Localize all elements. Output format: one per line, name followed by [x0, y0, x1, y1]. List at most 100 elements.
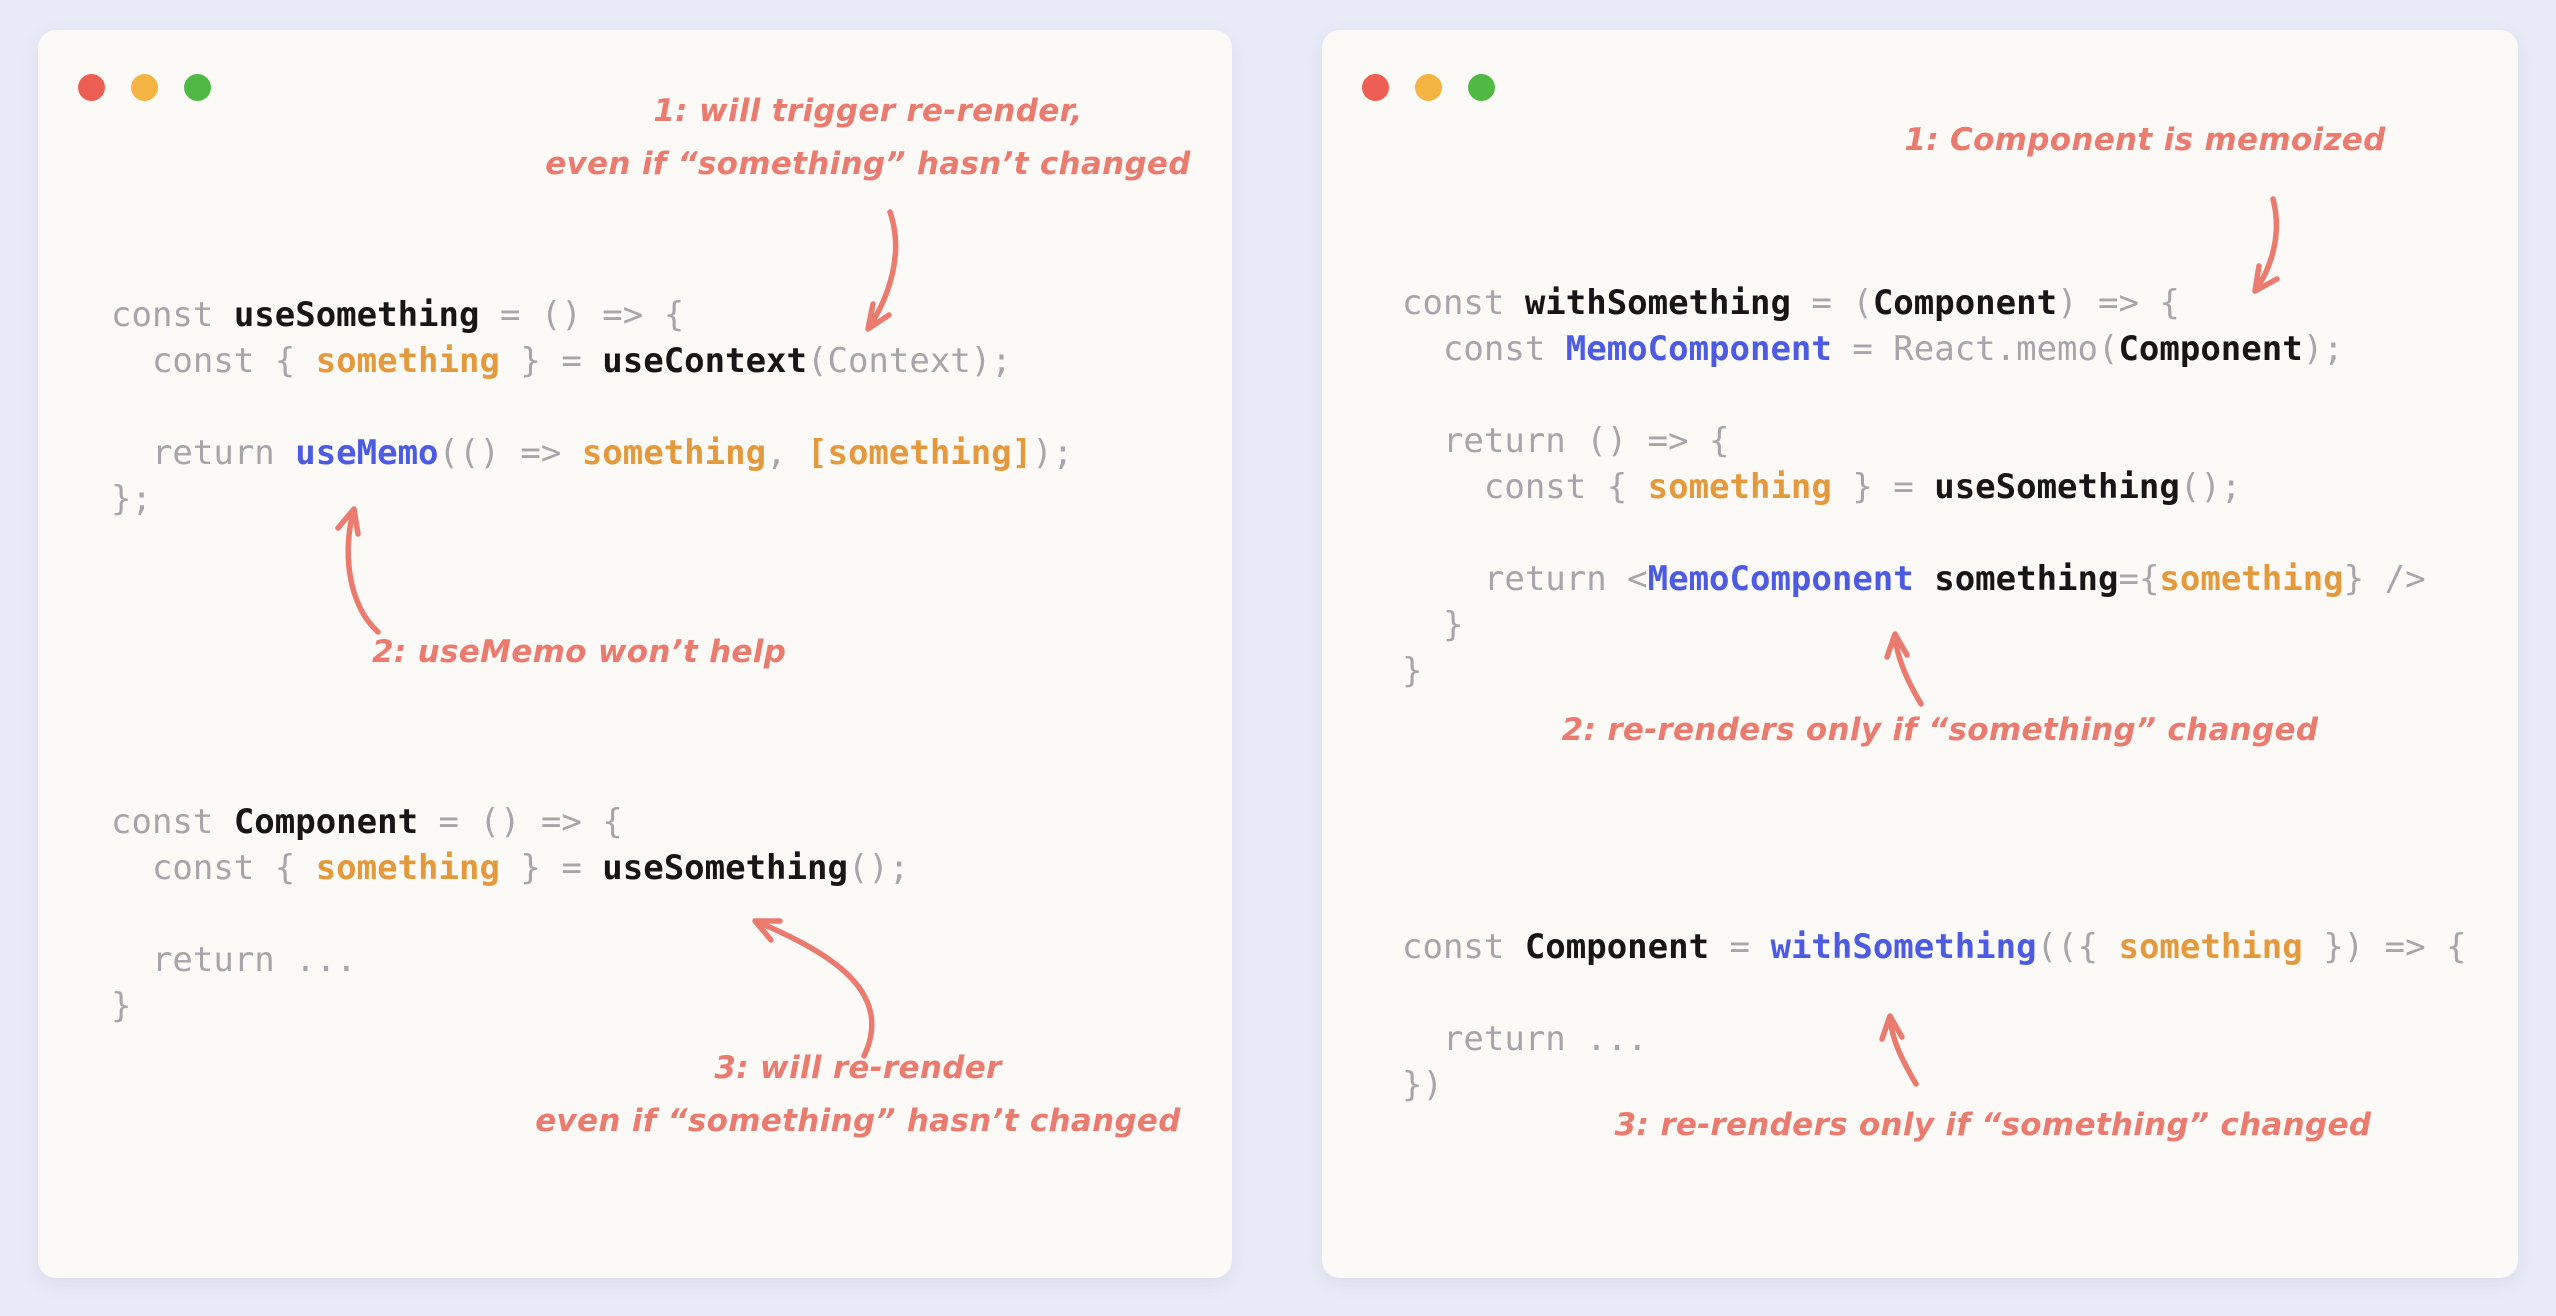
code-token: useSomething	[233, 295, 480, 335]
code-line: const { something } = useSomething();	[1402, 464, 2426, 510]
code-token: =	[1709, 927, 1771, 967]
annotation-line: even if “something” hasn’t changed	[545, 146, 1191, 182]
code-line: const withSomething = (Component) => {	[1402, 280, 2426, 326]
code-token: } =	[499, 341, 603, 381]
code-token: }) => {	[2302, 927, 2467, 967]
code-token: [something]	[807, 433, 1033, 473]
code-token: const {	[111, 341, 316, 381]
code-token: MemoComponent	[1647, 559, 1914, 599]
code-token: ) => {	[2057, 283, 2180, 323]
code-line	[1402, 510, 2426, 556]
code-line: const { something } = useContext(Context…	[111, 338, 1073, 384]
code-token: const	[1402, 927, 1525, 967]
code-token: );	[2302, 329, 2344, 369]
code-line: return ...	[111, 937, 909, 983]
code-line	[111, 891, 909, 937]
code-line: return () => {	[1402, 418, 2426, 464]
code-token: Component	[1872, 283, 2058, 323]
code-token: ();	[2179, 467, 2242, 507]
code-line: const Component = () => {	[111, 799, 909, 845]
code-token: something	[315, 848, 500, 888]
code-token: Component	[233, 802, 419, 842]
code-token: (() =>	[438, 433, 582, 473]
code-line: }	[1402, 602, 2426, 648]
close-button[interactable]	[78, 74, 105, 101]
code-token: = () => {	[418, 802, 623, 842]
code-token: ();	[847, 848, 910, 888]
code-token: = (	[1790, 283, 1873, 323]
code-line: const Component = withSomething(({ somet…	[1402, 924, 2466, 970]
code-token: something	[315, 341, 500, 381]
code-line: const { something } = useSomething();	[111, 845, 909, 891]
code-token: withSomething	[1524, 283, 1791, 323]
annotation-line: 1: will trigger re-render,	[653, 93, 1083, 129]
code-line	[111, 384, 1073, 430]
code-token: })	[1402, 1065, 1443, 1105]
code-token: }	[1402, 651, 1423, 691]
code-block-withsomething-hoc: const withSomething = (Component) => { c…	[1402, 280, 2426, 694]
zoom-button[interactable]	[184, 74, 211, 101]
code-token: return	[111, 433, 296, 473]
code-token: something	[1934, 559, 2119, 599]
code-token: return <	[1402, 559, 1648, 599]
code-line: const useSomething = () => {	[111, 292, 1073, 338]
code-token: const	[1402, 283, 1525, 323]
left-code-window: 1: will trigger re-render, even if “some…	[38, 30, 1232, 1278]
code-token: const	[111, 802, 234, 842]
minimize-button[interactable]	[131, 74, 158, 101]
code-token: = () => {	[479, 295, 685, 335]
arrow-up-icon	[335, 506, 381, 635]
code-token: ={	[2118, 559, 2160, 599]
code-token: = React.memo(	[1831, 329, 2119, 369]
code-block-usesomething-hook: const useSomething = () => { const { som…	[111, 292, 1073, 522]
annotation-3-right: 3: re-renders only if “something” change…	[1614, 1107, 2372, 1143]
annotation-2-right: 2: re-renders only if “something” change…	[1561, 712, 2319, 748]
code-token: something	[2118, 927, 2303, 967]
code-line: const MemoComponent = React.memo(Compone…	[1402, 326, 2426, 372]
annotation-line: 3: will re-render	[714, 1050, 1002, 1086]
code-token: useContext	[602, 341, 807, 381]
code-token: } =	[499, 848, 603, 888]
code-block-plain-component: const Component = () => { const { someth…	[111, 799, 909, 1029]
code-line: };	[111, 476, 1073, 522]
code-token: );	[1032, 433, 1074, 473]
code-token: const	[1402, 329, 1566, 369]
code-token: }	[111, 986, 132, 1026]
code-token: withSomething	[1770, 927, 2037, 967]
annotation-2-left: 2: useMemo won’t help	[372, 634, 787, 670]
annotation-1-right: 1: Component is memoized	[1904, 122, 2386, 158]
code-line	[1402, 372, 2426, 418]
zoom-button[interactable]	[1468, 74, 1495, 101]
code-token: return ...	[111, 940, 357, 980]
code-token: Component	[2118, 329, 2303, 369]
code-token: useSomething	[1934, 467, 2180, 507]
window-controls	[1362, 74, 1495, 101]
code-token: }	[1402, 605, 1464, 645]
code-line: return useMemo(() => something, [somethi…	[111, 430, 1073, 476]
code-token: return () => {	[1402, 421, 1730, 461]
code-token: something	[2159, 559, 2344, 599]
annotation-3-left: 3: will re-render even if “something” ha…	[508, 1042, 1208, 1148]
minimize-button[interactable]	[1415, 74, 1442, 101]
code-token: (({	[2036, 927, 2119, 967]
annotation-line: even if “something” hasn’t changed	[535, 1103, 1181, 1139]
code-token: return ...	[1402, 1019, 1648, 1059]
code-token: const {	[111, 848, 316, 888]
code-line: return ...	[1402, 1016, 2466, 1062]
code-token: Component	[1524, 927, 1710, 967]
code-token: } =	[1831, 467, 1935, 507]
code-token: something	[581, 433, 767, 473]
close-button[interactable]	[1362, 74, 1389, 101]
right-code-window: 1: Component is memoized const withSomet…	[1322, 30, 2518, 1278]
code-token	[1914, 559, 1934, 599]
annotation-1-left: 1: will trigger re-render, even if “some…	[518, 85, 1218, 191]
code-token: const {	[1402, 467, 1648, 507]
code-block-wrapped-component: const Component = withSomething(({ somet…	[1402, 924, 2466, 1108]
code-token: } />	[2343, 559, 2426, 599]
code-token: ,	[766, 433, 808, 473]
code-line: })	[1402, 1062, 2466, 1108]
code-line: }	[1402, 648, 2426, 694]
code-token: const	[111, 295, 234, 335]
code-token: MemoComponent	[1565, 329, 1832, 369]
